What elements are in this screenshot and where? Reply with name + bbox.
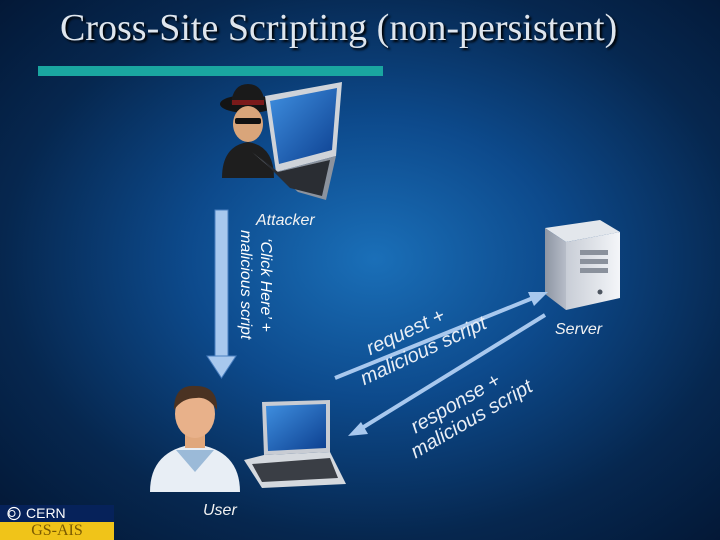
attacker-arrow-label-line1: ‘Click Here’ + bbox=[257, 238, 274, 332]
attacker-icon bbox=[220, 84, 276, 178]
user-avatar-icon bbox=[150, 385, 240, 492]
group-label: GS-AIS bbox=[0, 522, 114, 540]
title-underline bbox=[38, 66, 383, 76]
server-tower-icon bbox=[545, 220, 620, 310]
arrow-user-to-server bbox=[334, 292, 548, 380]
user-label: User bbox=[203, 502, 237, 519]
cern-text: CERN bbox=[26, 505, 66, 521]
attacker-label: Attacker bbox=[256, 212, 315, 229]
laptop-icon bbox=[252, 82, 342, 200]
attacker-arrow-label-line2: malicious script bbox=[237, 230, 254, 340]
arrow-server-to-user bbox=[348, 313, 547, 436]
cern-logo: CERN bbox=[0, 505, 114, 522]
server-label: Server bbox=[555, 321, 603, 338]
slide-title: Cross-Site Scripting (non-persistent) bbox=[60, 7, 618, 49]
arrow-attacker-to-user bbox=[206, 209, 237, 379]
laptop-icon bbox=[244, 400, 346, 488]
cern-logo-icon bbox=[7, 506, 21, 521]
